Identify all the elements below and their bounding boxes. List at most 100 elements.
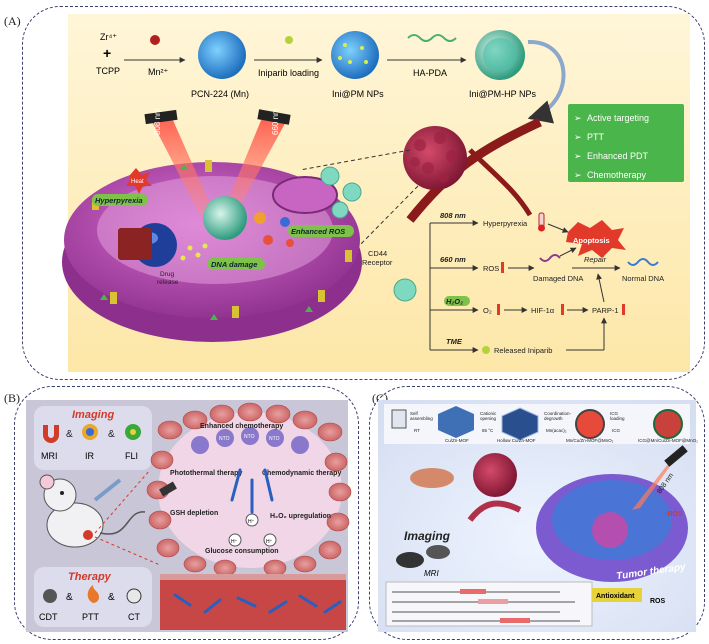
tumor-texture <box>410 132 458 183</box>
hollow-mof-icon <box>501 407 539 441</box>
mech-apoptosis: Apoptosis <box>573 236 610 245</box>
iniparib-molecule-icon <box>285 36 293 44</box>
released-drug-dot <box>482 346 490 354</box>
nto-1: NTO <box>219 436 230 442</box>
pcn224-nanoparticle-icon <box>198 31 246 79</box>
green-ligand-icons <box>100 164 313 320</box>
feature-enhanced-pdt: Enhanced PDT <box>587 151 649 161</box>
magnet-icon <box>43 425 59 443</box>
h2o2-upregulation-label: H₂O₂ upregulation <box>270 513 331 520</box>
zoom-dash-2 <box>354 185 419 251</box>
cdt-icon <box>43 589 57 603</box>
panel-a-label: (A) <box>4 14 21 28</box>
c-cond-3: Mn(acac)₂ <box>546 428 567 433</box>
c-step-4b: loading <box>610 416 625 421</box>
c-prod-1: Cu/Zn-MOF <box>445 438 469 443</box>
ct-skull-icon <box>126 588 142 604</box>
hif-down-bar <box>561 304 564 315</box>
tumor-c <box>473 453 517 497</box>
c-cond-4: ICG <box>612 428 621 433</box>
mech-tme: TME <box>446 337 463 346</box>
dna-damage-tag <box>207 258 265 270</box>
c-step-2: Cationic <box>480 411 497 416</box>
imaging-amp-1: & <box>66 429 73 440</box>
arrow-parp-to-repair <box>596 273 605 303</box>
laser-808-label: 808 nm <box>153 108 162 135</box>
mri-scan-icon-2 <box>426 545 450 559</box>
c-step-1: Self <box>410 411 419 416</box>
mech-h2o2: H₂O₂ <box>446 297 463 306</box>
c-prod-4: ICG@Mn/Cu/Zn-MOF@MnO₂ <box>638 438 698 443</box>
o2-up-bar <box>497 304 500 315</box>
ir-target-core <box>86 428 94 436</box>
imaging-amp-2: & <box>108 429 115 440</box>
imaging-title: Imaging <box>72 409 114 421</box>
nanoparticle-in-cell-icon <box>203 196 247 240</box>
enhanced-ros-tag <box>288 225 354 237</box>
nto-3: NTO <box>269 436 280 442</box>
purple-cells-b <box>191 427 309 454</box>
panel-c <box>369 386 705 640</box>
imaging-icons <box>43 424 141 443</box>
parp-down-bar <box>622 304 625 315</box>
ros-icons <box>254 212 294 247</box>
zr-label: Zr⁴⁺ <box>100 32 117 42</box>
imaging-ir: IR <box>85 451 95 461</box>
inipm-hp-label: Ini@PM-HP NPs <box>469 89 536 99</box>
drug-release-dots <box>180 243 208 261</box>
apoptosis-burst <box>566 220 626 258</box>
proton-icons <box>228 513 277 547</box>
glucose-consumption-label: Glucose consumption <box>205 548 279 555</box>
nanorods-b <box>230 468 274 514</box>
feature-ptt: PTT <box>587 132 605 142</box>
therapy-icons <box>43 585 142 604</box>
ros-up-bar <box>501 262 504 273</box>
feature-arrow-1: ➢ <box>574 113 582 123</box>
feature-arrow-2: ➢ <box>574 132 582 142</box>
heat-burst-icon <box>126 168 152 194</box>
ros-c-label: ROS <box>650 598 666 605</box>
mn-ion-icon <box>150 35 160 45</box>
normal-dna-icon <box>627 258 659 266</box>
plus-sign: + <box>103 45 111 61</box>
arrow-to-apoptosis <box>547 223 569 233</box>
tcpp-label: TCPP <box>96 66 120 76</box>
enhanced-ros-label: Enhanced ROS <box>291 227 345 236</box>
proton-2: H⁺ <box>266 539 273 545</box>
mechanism-diagram: 808 nm Hyperpyrexia Apoptosis 660 nm ROS… <box>429 211 664 355</box>
drug-release-line-2: release <box>157 279 179 286</box>
cu-zn-mof-icon <box>438 406 474 438</box>
chemodynamic-therapy-label: Chemodynamic therapy <box>262 470 341 477</box>
mouse-ear <box>39 474 55 490</box>
c-cond-2: 85 °C <box>482 428 494 433</box>
mech-hyperpyrexia: Hyperpyrexia <box>483 219 528 228</box>
feature-arrow-4: ➢ <box>574 170 582 180</box>
cd44-line-2: Receptor <box>362 258 393 267</box>
pcn224-label: PCN-224 (Mn) <box>191 89 249 99</box>
feature-active-targeting: Active targeting <box>587 113 649 123</box>
tumor-site-marker <box>83 530 93 540</box>
vessel-c <box>467 500 522 522</box>
iniparib-loading-label: Iniparib loading <box>258 68 319 78</box>
feature-chemotherapy: Chemotherapy <box>587 170 647 180</box>
therapy-amp-1: & <box>66 592 73 603</box>
mech-o2: O₂ <box>483 306 492 315</box>
laser-660-beam <box>222 118 288 215</box>
drug-release-line-1: Drug <box>160 271 174 278</box>
proton-3: H⁺ <box>248 519 255 525</box>
nto-2: NTO <box>244 434 255 440</box>
c-step-2b: opening <box>480 416 497 421</box>
therapy-cdt: CDT <box>39 612 58 622</box>
zoom-dash-1 <box>299 149 411 171</box>
ha-pda-label: HA-PDA <box>413 68 447 78</box>
nanorods-in-blood <box>173 593 342 614</box>
mech-repair: Repair <box>584 255 607 264</box>
h2o2-tag <box>444 296 470 306</box>
beaker-icon <box>391 409 407 429</box>
blood-vessel <box>406 117 542 223</box>
panel-a <box>22 6 705 380</box>
proton-1: H⁺ <box>231 539 238 545</box>
mech-parp: PARP-1 <box>592 306 619 315</box>
c-prod-3: Mn/Cu/Zn-MOF@MnO₂ <box>566 438 614 443</box>
